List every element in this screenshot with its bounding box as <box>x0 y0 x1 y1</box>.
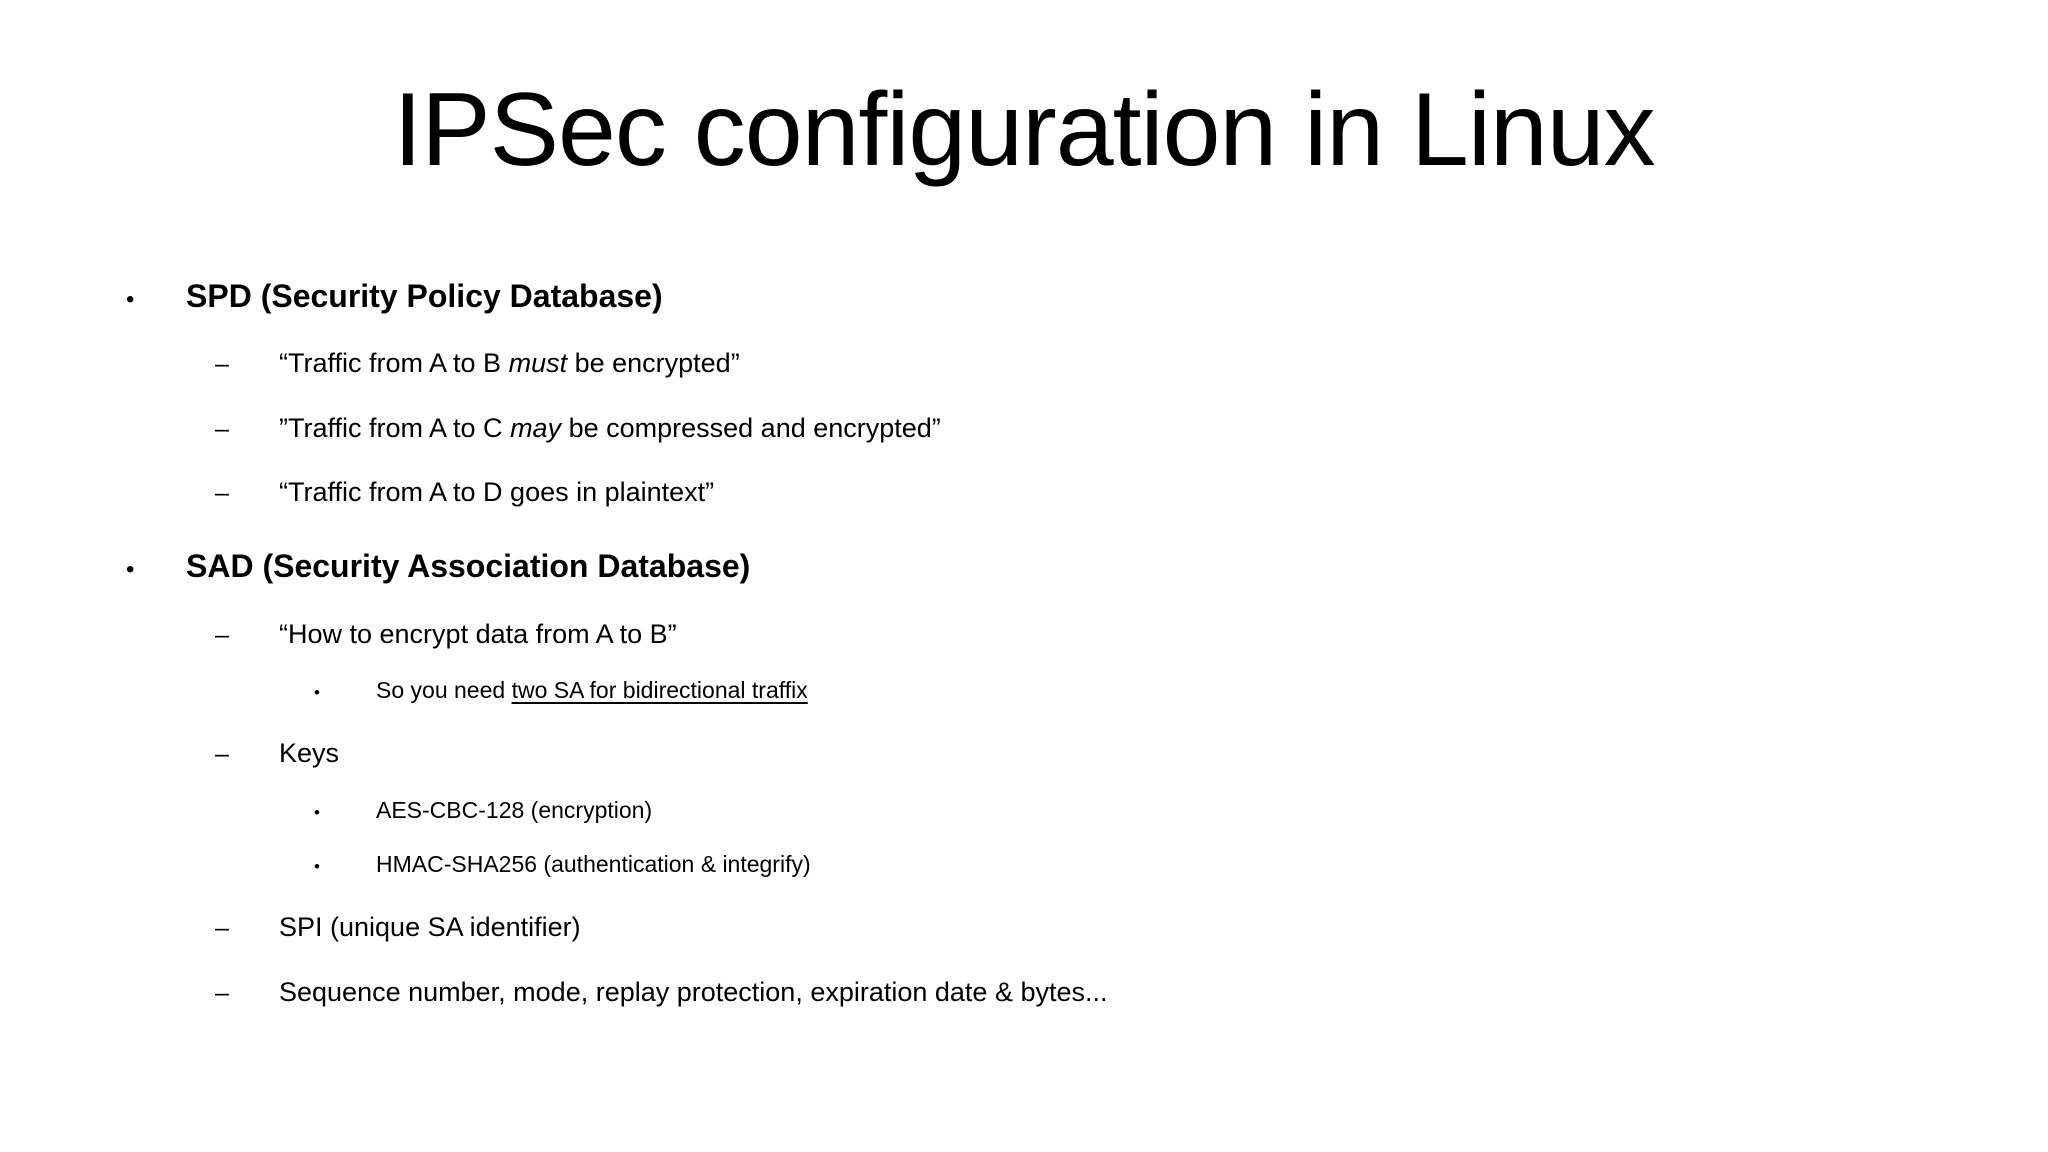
bullet-icon: • <box>126 556 135 584</box>
spd-item-traffic-a-c: – ”Traffic from A to C may be compressed… <box>0 412 2048 444</box>
list-item-text: “Traffic from A to D goes in plaintext” <box>279 476 714 508</box>
list-item-text: “How to encrypt data from A to B” <box>279 618 677 649</box>
outline: • SPD (Security Policy Database) – “Traf… <box>0 277 2048 1008</box>
dash-icon: – <box>215 478 229 507</box>
sad-heading: SAD (Security Association Database) <box>186 548 751 585</box>
text-segment: ”Traffic from A to C <box>279 412 511 443</box>
sad-subitem-aes: • AES-CBC-128 (encryption) <box>0 796 2048 825</box>
sad-item-sequence: – Sequence number, mode, replay protecti… <box>0 976 2048 1008</box>
spd-item-traffic-a-d: – “Traffic from A to D goes in plaintext… <box>0 476 2048 508</box>
text-segment: “Traffic from A to B <box>279 348 509 379</box>
bullet-icon: • <box>314 802 320 822</box>
sad-item-spi: – SPI (unique SA identifier) <box>0 911 2048 943</box>
dash-icon: – <box>215 620 229 649</box>
sad-item-how-to-encrypt: – “How to encrypt data from A to B” <box>0 618 2048 650</box>
list-item-text: HMAC-SHA256 (authentication & integrify) <box>376 851 811 878</box>
slide-title: IPSec configuration in Linux <box>393 72 1655 188</box>
bullet-icon: • <box>314 857 320 877</box>
bullet-icon: • <box>314 683 320 703</box>
text-segment: “Traffic from A to D goes in plaintext” <box>279 476 715 507</box>
bullet-icon: • <box>126 285 135 313</box>
dash-icon: – <box>215 978 229 1007</box>
text-segment: So you need <box>376 677 512 704</box>
spd-item-traffic-a-b: – “Traffic from A to B must be encrypted… <box>0 347 2048 379</box>
list-item-text: So you need two SA for bidirectional tra… <box>376 676 808 705</box>
text-segment-underlined: two SA for bidirectional traffix <box>511 677 808 704</box>
list-item-text: SPI (unique SA identifier) <box>279 912 581 943</box>
sad-heading-row: • SAD (Security Association Database) <box>0 547 2048 585</box>
list-item-text: Sequence number, mode, replay protection… <box>279 976 1108 1007</box>
text-segment-italic: must <box>508 348 568 379</box>
dash-icon: – <box>215 740 229 769</box>
dash-icon: – <box>215 350 229 379</box>
sad-subitem-hmac: • HMAC-SHA256 (authentication & integrif… <box>0 850 2048 879</box>
sad-subitem-two-sa-note: • So you need two SA for bidirectional t… <box>0 676 2048 705</box>
spd-heading-row: • SPD (Security Policy Database) <box>0 277 2048 315</box>
list-item-text: Keys <box>279 738 340 769</box>
dash-icon: – <box>215 914 229 943</box>
list-item-text: ”Traffic from A to C may be compressed a… <box>279 412 941 444</box>
list-item-text: AES-CBC-128 (encryption) <box>376 796 653 823</box>
list-item-text: “Traffic from A to B must be encrypted” <box>279 347 740 379</box>
text-segment: be compressed and encrypted” <box>561 412 941 443</box>
dash-icon: – <box>215 414 229 443</box>
text-segment-italic: may <box>510 412 562 443</box>
sad-item-keys: – Keys <box>0 737 2048 769</box>
text-segment: be encrypted” <box>567 348 740 379</box>
spd-heading: SPD (Security Policy Database) <box>186 277 663 314</box>
